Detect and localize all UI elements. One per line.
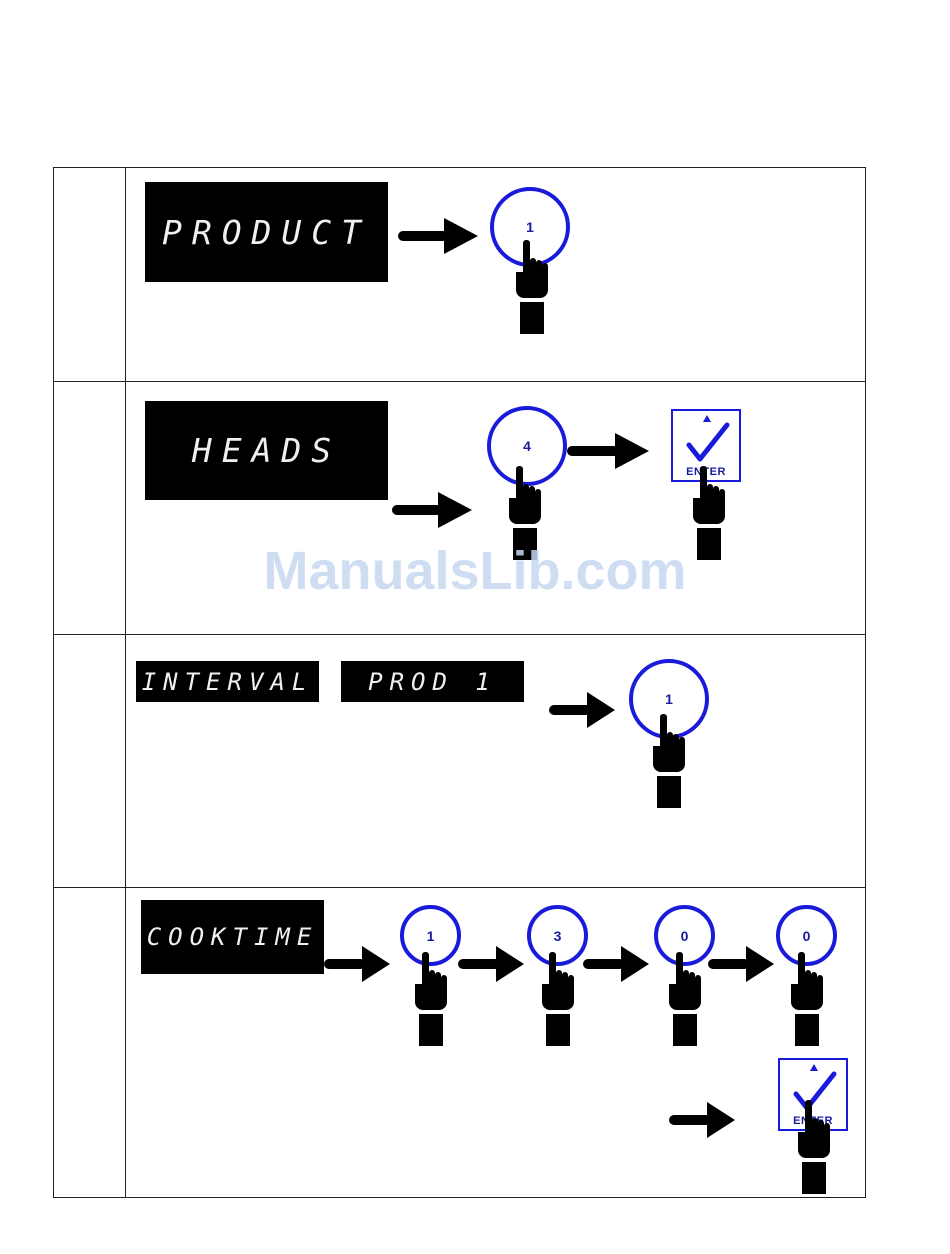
- hand-palm: [669, 984, 701, 1010]
- hand-cuff: [520, 302, 544, 334]
- arrow-head: [444, 218, 478, 254]
- column-divider: [125, 168, 126, 1197]
- display-interval: INTERVAL: [136, 661, 319, 702]
- arrow-head: [621, 946, 649, 982]
- hand-cuff: [419, 1014, 443, 1046]
- arrow-shaft: [708, 959, 750, 969]
- checkmark-icon: [685, 419, 731, 465]
- hand-palm: [693, 498, 725, 524]
- hand-cuff: [795, 1014, 819, 1046]
- arrow-shaft: [392, 505, 442, 515]
- right-arrow-icon: [583, 946, 649, 982]
- hand-cuff: [673, 1014, 697, 1046]
- right-arrow-icon: [708, 946, 774, 982]
- display-cooktime: COOKTIME: [141, 900, 324, 974]
- display-prod-1: PROD 1: [341, 661, 524, 702]
- arrow-head: [746, 946, 774, 982]
- hand-cuff: [657, 776, 681, 808]
- right-arrow-icon: [324, 946, 390, 982]
- row-divider: [54, 634, 865, 635]
- hand-palm: [516, 272, 548, 298]
- arrow-head: [707, 1102, 735, 1138]
- display-product: PRODUCT: [145, 182, 388, 282]
- hand-cuff: [802, 1162, 826, 1194]
- pointing-hand-icon: [693, 466, 727, 558]
- arrow-shaft: [324, 959, 366, 969]
- arrow-shaft: [458, 959, 500, 969]
- hand-palm: [509, 498, 541, 524]
- hand-palm: [653, 746, 685, 772]
- hand-cuff: [546, 1014, 570, 1046]
- arrow-head: [438, 492, 472, 528]
- pointing-hand-icon: [415, 952, 449, 1044]
- right-arrow-icon: [549, 692, 615, 728]
- hand-palm: [542, 984, 574, 1010]
- pointing-hand-icon: [669, 952, 703, 1044]
- right-arrow-icon: [669, 1102, 735, 1138]
- hand-palm: [791, 984, 823, 1010]
- arrow-shaft: [669, 1115, 711, 1125]
- display-heads: HEADS: [145, 401, 388, 500]
- row-divider: [54, 887, 865, 888]
- hand-palm: [798, 1132, 830, 1158]
- arrow-head: [496, 946, 524, 982]
- pointing-hand-icon: [509, 466, 543, 558]
- right-arrow-icon: [392, 492, 472, 528]
- pointing-hand-icon: [542, 952, 576, 1044]
- pointing-hand-icon: [653, 714, 687, 806]
- row-divider: [54, 381, 865, 382]
- pointing-hand-icon: [798, 1100, 832, 1192]
- right-arrow-icon: [458, 946, 524, 982]
- arrow-shaft: [567, 446, 619, 456]
- hand-cuff: [513, 528, 537, 560]
- hand-palm: [415, 984, 447, 1010]
- arrow-head: [587, 692, 615, 728]
- arrow-shaft: [583, 959, 625, 969]
- arrow-shaft: [398, 231, 448, 241]
- arrow-head: [362, 946, 390, 982]
- right-arrow-icon: [398, 218, 478, 254]
- pointing-hand-icon: [516, 240, 550, 332]
- pointing-hand-icon: [791, 952, 825, 1044]
- arrow-head: [615, 433, 649, 469]
- arrow-shaft: [549, 705, 591, 715]
- right-arrow-icon: [567, 433, 649, 469]
- hand-cuff: [697, 528, 721, 560]
